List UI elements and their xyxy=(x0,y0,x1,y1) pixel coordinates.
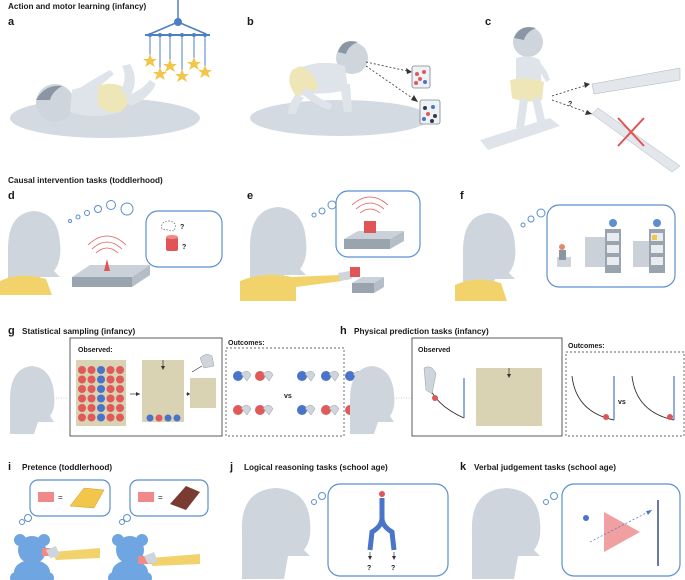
panel-title-i: Pretence (toddlerhood) xyxy=(22,463,113,472)
hand-icon xyxy=(240,371,252,382)
panel-d-question-2: ? xyxy=(182,244,186,251)
panel-e-illustration xyxy=(240,190,421,301)
population-ball xyxy=(97,394,105,403)
panel-title-k: Verbal judgement tasks (school age) xyxy=(474,463,616,472)
outcome-ball xyxy=(345,371,355,381)
population-ball xyxy=(116,385,124,393)
population-ball xyxy=(78,375,86,384)
population-ball xyxy=(87,375,96,384)
panel-k-illustration xyxy=(471,483,681,579)
population-ball xyxy=(87,404,96,412)
hand-icon xyxy=(262,371,274,382)
panel-letter-a: a xyxy=(8,16,15,28)
panel-d-question-1: ? xyxy=(180,224,184,231)
hand-icon xyxy=(304,371,316,382)
panel-h-illustration: vs xyxy=(350,337,685,437)
population-ball xyxy=(116,366,124,374)
panel-j-illustration: ? ? xyxy=(241,483,449,579)
hand-icon xyxy=(262,405,274,416)
panel-g-illustration: vs xyxy=(10,337,364,437)
population-ball xyxy=(106,413,115,422)
outcome-ball xyxy=(233,371,243,381)
panel-letter-j: j xyxy=(230,461,234,473)
population-ball xyxy=(116,413,124,422)
panel-letter-i: i xyxy=(8,461,12,473)
hand-icon xyxy=(240,405,252,416)
sample-ball xyxy=(155,414,163,422)
section-title-action-motor: Action and motor learning (infancy) xyxy=(8,2,147,11)
population-ball xyxy=(78,394,86,403)
population-ball xyxy=(87,413,96,422)
panel-g-outcomes-label: Outcomes: xyxy=(228,340,265,347)
population-ball xyxy=(78,413,86,422)
panel-f-illustration xyxy=(455,204,676,301)
panel-h-vs: vs xyxy=(618,399,626,406)
panel-letter-k: k xyxy=(460,461,467,473)
panel-b-illustration xyxy=(250,41,441,136)
panel-c-illustration: ? xyxy=(480,27,681,173)
population-ball xyxy=(106,385,115,393)
population-ball xyxy=(116,375,124,384)
panel-letter-b: b xyxy=(247,16,254,28)
outcome-ball xyxy=(255,405,265,415)
panel-c-question: ? xyxy=(568,101,572,108)
population-ball xyxy=(87,385,96,393)
outcome-ball xyxy=(321,405,331,415)
panel-a-illustration xyxy=(10,0,212,138)
population-ball xyxy=(78,385,86,393)
panel-letter-d: d xyxy=(8,190,15,202)
population-ball xyxy=(106,366,115,374)
population-ball xyxy=(106,375,115,384)
section-title-causal: Causal intervention tasks (toddlerhood) xyxy=(8,176,163,185)
population-ball xyxy=(97,413,105,422)
population-ball xyxy=(106,394,115,403)
population-ball xyxy=(116,394,124,403)
sample-ball xyxy=(164,414,172,422)
outcome-ball xyxy=(321,371,331,381)
panel-title-g: Statistical sampling (infancy) xyxy=(22,327,136,336)
panel-title-h: Physical prediction tasks (infancy) xyxy=(354,327,489,336)
population-ball xyxy=(106,404,115,412)
outcome-ball xyxy=(233,405,243,415)
population-ball xyxy=(116,404,124,412)
panel-letter-e: e xyxy=(247,190,254,202)
panel-i-equals-1: = xyxy=(58,493,63,502)
outcome-ball xyxy=(297,405,307,415)
panel-g-vs: vs xyxy=(284,393,292,400)
sample-ball xyxy=(173,414,181,422)
panel-h-outcomes-label: Outcomes: xyxy=(568,343,605,350)
population-ball xyxy=(97,404,105,412)
panel-letter-g: g xyxy=(8,325,15,337)
panel-letter-h: h xyxy=(340,325,347,337)
population-ball xyxy=(97,375,105,384)
panel-d-illustration: ? ? xyxy=(0,200,223,295)
panel-h-observed-label: Observed xyxy=(418,347,451,354)
population-ball xyxy=(97,366,105,374)
panel-letter-f: f xyxy=(460,190,464,202)
panel-i-illustration: = = xyxy=(10,479,209,580)
outcome-ball xyxy=(297,371,307,381)
panel-letter-c: c xyxy=(485,16,492,28)
population-ball xyxy=(78,404,86,412)
hand-icon xyxy=(328,405,340,416)
hand-icon xyxy=(304,405,316,416)
population-ball xyxy=(87,366,96,374)
population-ball xyxy=(78,366,86,374)
outcome-ball xyxy=(255,371,265,381)
panel-title-j: Logical reasoning tasks (school age) xyxy=(244,463,388,472)
panel-i-equals-2: = xyxy=(158,493,163,502)
population-ball xyxy=(97,385,105,393)
panel-j-question-2: ? xyxy=(391,565,395,572)
hand-icon xyxy=(328,371,340,382)
panel-j-question-1: ? xyxy=(367,565,371,572)
panel-g-observed-label: Observed: xyxy=(78,347,113,354)
sample-ball xyxy=(146,414,154,422)
population-ball xyxy=(87,394,96,403)
